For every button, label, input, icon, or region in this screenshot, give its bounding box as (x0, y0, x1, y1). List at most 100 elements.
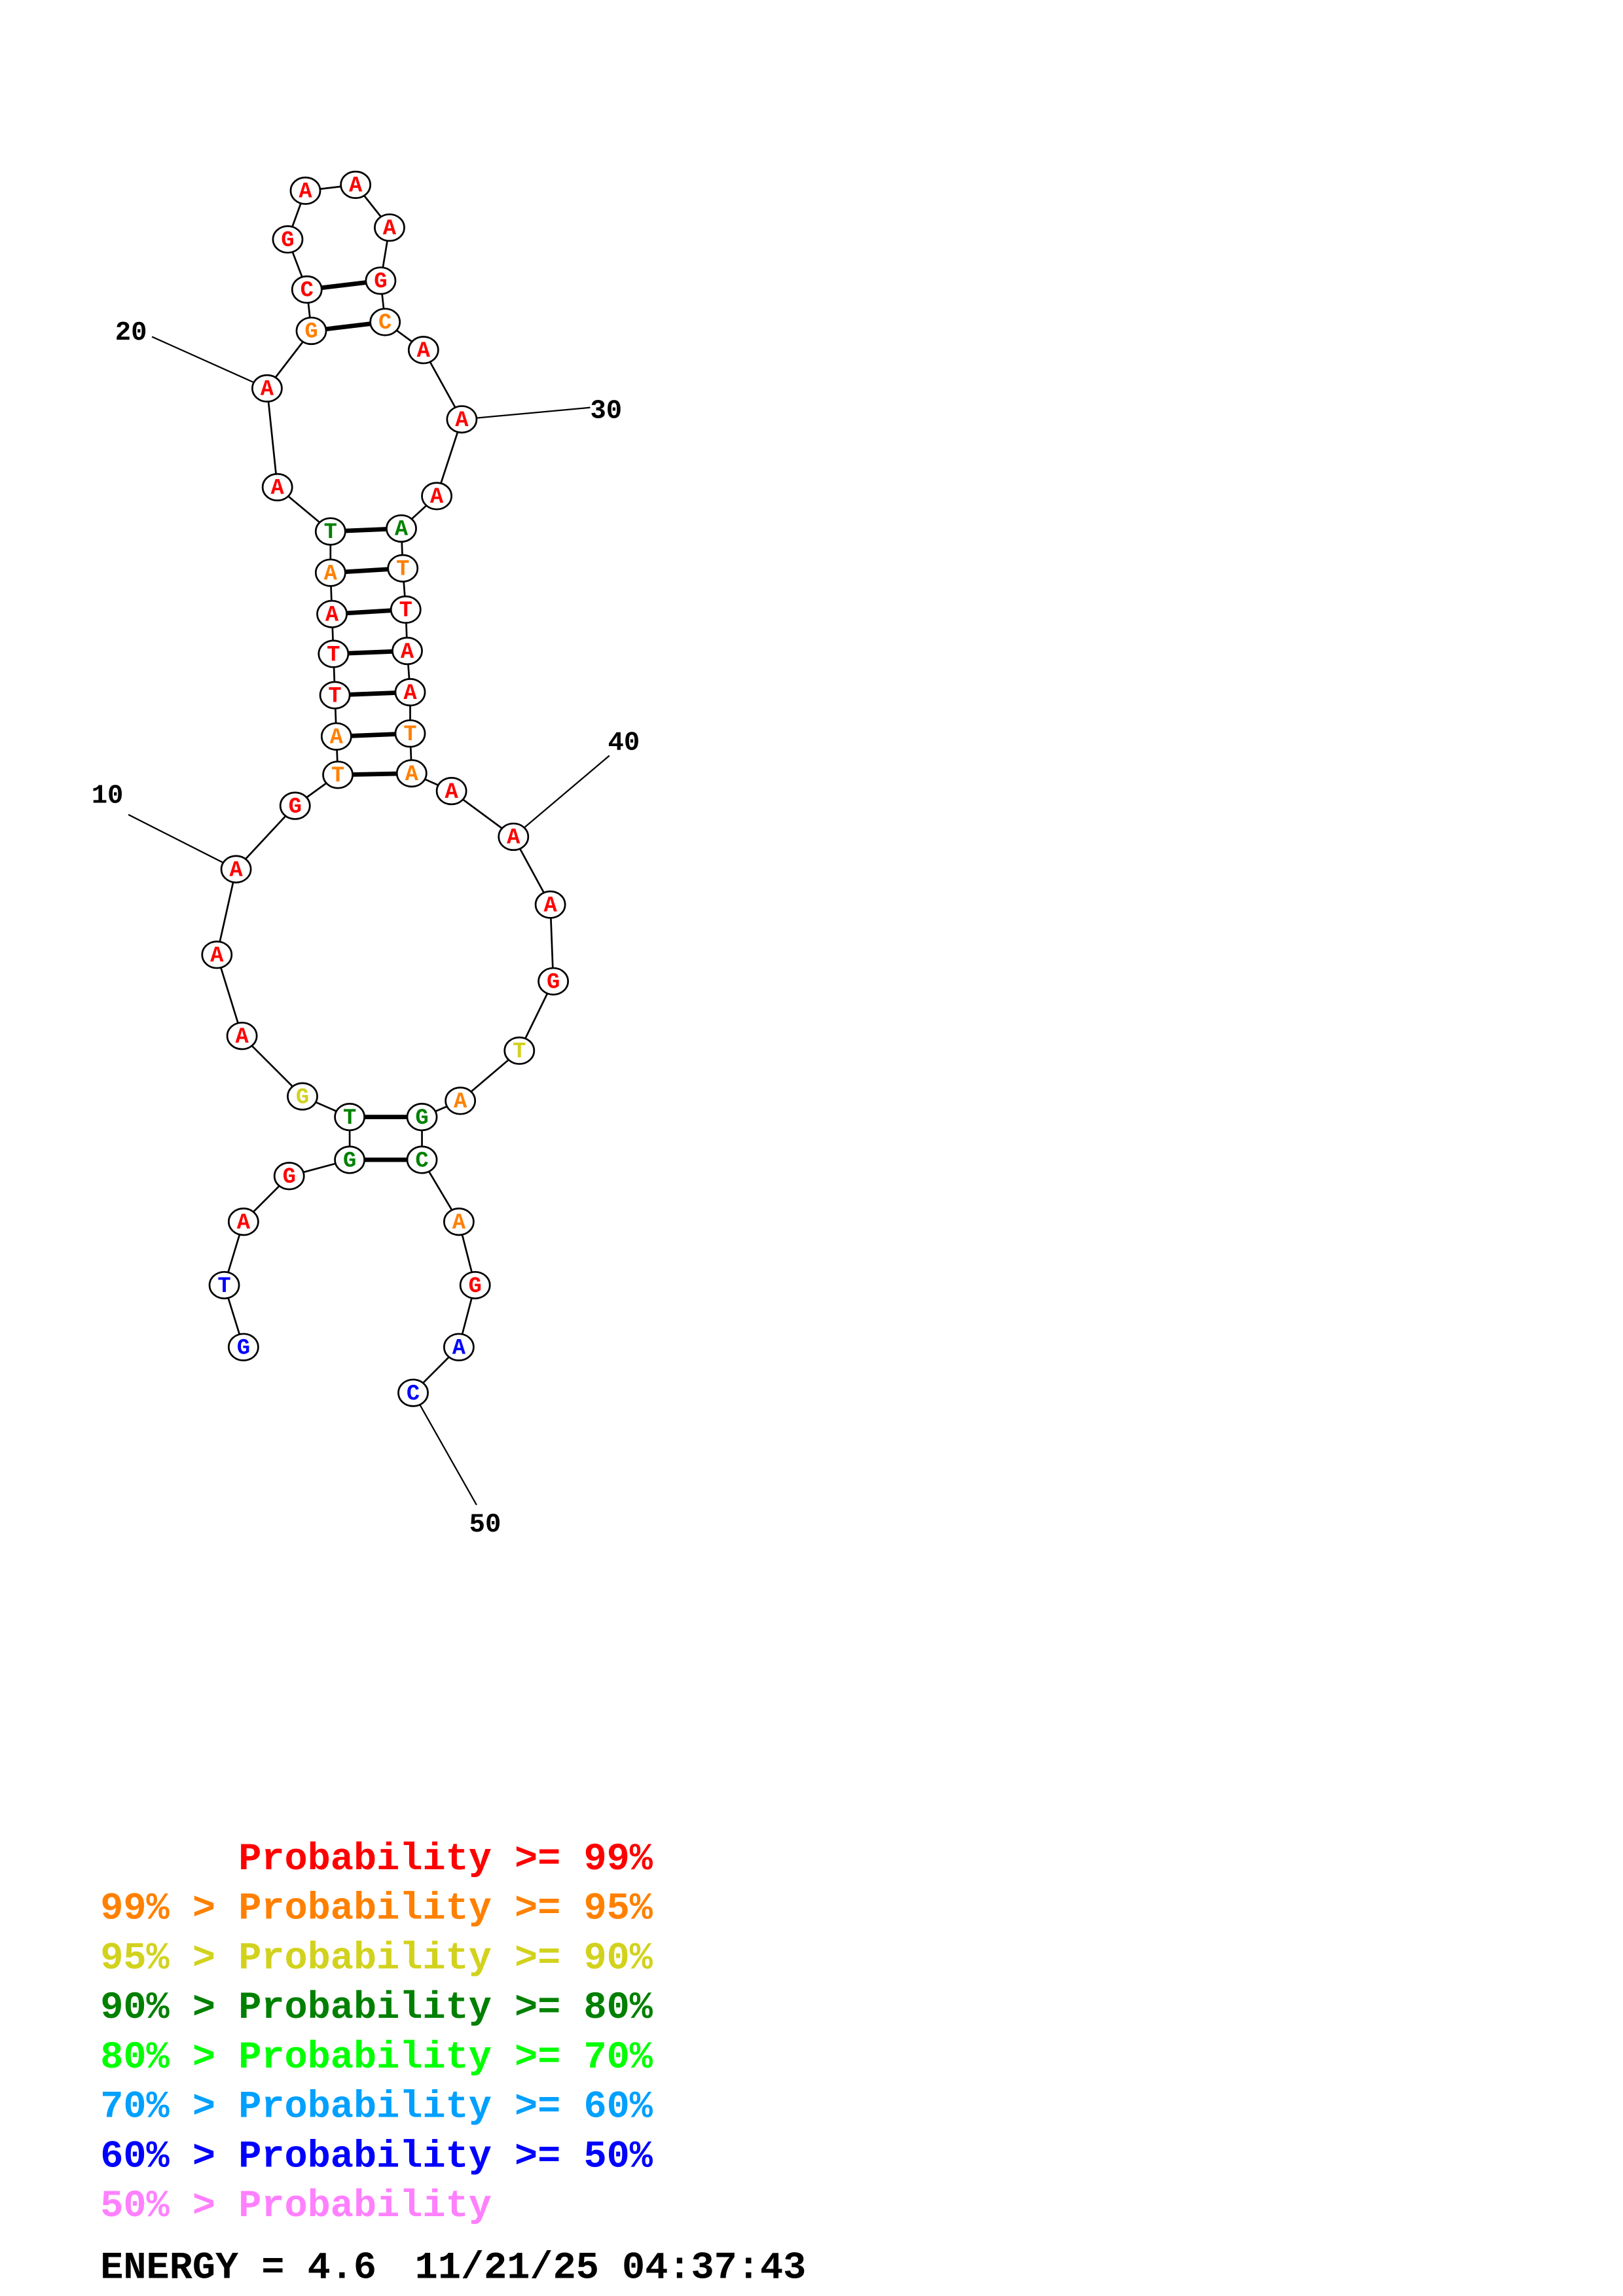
nucleotide-circle (395, 759, 428, 788)
nucleotide-circle (272, 225, 304, 254)
nucleotide: A (394, 677, 426, 707)
nucleotide: T (322, 761, 354, 789)
nucleotide-base: T (396, 558, 409, 583)
nucleotide: A (201, 941, 233, 969)
legend-entry: 99% > Probability >= 95% (100, 1887, 653, 1931)
legend-prefix: 90% > (100, 1986, 238, 2030)
nucleotide-circle (227, 1208, 259, 1236)
nucleotide: T (394, 719, 426, 748)
nucleotide-circle (316, 600, 348, 628)
nucleotide-base: G (289, 795, 302, 819)
legend-prefix: 60% > (100, 2134, 238, 2178)
nucleotide-circle (394, 677, 426, 707)
nucleotide-base: T (217, 1274, 230, 1299)
nucleotide-circle (390, 595, 422, 624)
nucleotide-circle (369, 308, 401, 336)
nucleotide-circle (201, 941, 233, 969)
legend-text: Probability (238, 2184, 492, 2228)
legend: Probability >= 99% 99% > Probability >= 9… (100, 1837, 653, 2228)
nucleotide-circle (365, 266, 397, 295)
legend-prefix: 99% > (100, 1887, 238, 1931)
nucleotide-circle (322, 761, 354, 789)
nucleotide: A (374, 213, 405, 242)
nucleotide-base: A (235, 1025, 249, 1050)
legend-prefix: 50% > (100, 2184, 238, 2228)
nucleotide: A (395, 759, 428, 788)
nucleotide-circle (386, 514, 417, 543)
legend-prefix: 80% > (100, 2036, 238, 2079)
nucleotide: G (295, 316, 327, 346)
nucleotide-circle (279, 791, 311, 820)
nucleotide-base: T (328, 684, 341, 709)
nucleotide-circle (406, 1145, 438, 1174)
legend-entry: 60% > Probability >= 50% (100, 2134, 653, 2178)
nucleotide: G (273, 1162, 305, 1191)
nucleotide-base: G (304, 320, 318, 345)
nucleotide-circle (291, 275, 323, 304)
nucleotide: A (534, 890, 566, 919)
nucleotide-circle (287, 1082, 318, 1111)
energy-value: ENERGY = 4.6 (100, 2246, 376, 2289)
position-tick (412, 1392, 477, 1505)
nucleotide: G (227, 1333, 259, 1361)
nucleotide: G (538, 967, 570, 996)
legend-text: Probability >= 50% (238, 2134, 653, 2178)
nucleotide-base: C (301, 279, 314, 304)
legend-text: Probability >= 90% (238, 1936, 653, 1980)
nucleotide: A (392, 636, 423, 666)
nucleotide-circle (289, 176, 321, 206)
nucleotide-base: A (271, 476, 285, 501)
nucleotide: T (318, 639, 350, 668)
nucleotide-base: C (407, 1382, 420, 1407)
nucleotide-circle (227, 1333, 259, 1361)
legend-prefix: 70% > (100, 2085, 238, 2129)
nucleotide-circle (394, 719, 426, 748)
nucleotide-circle (435, 776, 467, 806)
nucleotide: G (279, 791, 311, 820)
nucleotide-circle (392, 636, 423, 666)
nucleotide: T (314, 517, 346, 546)
nucleotide-circle (421, 482, 452, 511)
nucleotide-circle (295, 316, 327, 346)
nucleotide: A (316, 600, 348, 628)
legend-entry: Probability >= 99% (100, 1837, 653, 1881)
position-tick (128, 814, 237, 870)
nucleotide: C (369, 308, 401, 336)
nucleotide: T (503, 1036, 536, 1065)
nucleotide: T (319, 681, 351, 709)
nucleotide: A (261, 473, 293, 502)
nucleotide: A (386, 514, 417, 543)
nucleotide-circle (318, 639, 350, 668)
nucleotide-base: A (405, 762, 419, 787)
nucleotide: A (421, 482, 452, 511)
nucleotide: A (340, 170, 372, 200)
nucleotide-base: T (324, 520, 337, 545)
nucleotide-circle (251, 374, 283, 403)
nucleotide-base: T (513, 1040, 526, 1065)
nucleotide-circle (443, 1208, 475, 1236)
nucleotide-base: A (430, 485, 444, 510)
nucleotide-base: A (383, 217, 397, 242)
nucleotide-base: T (327, 643, 340, 668)
nucleotide-base: A (261, 378, 274, 403)
nucleotide-base: A (417, 339, 431, 364)
nucleotide-circle (273, 1162, 305, 1191)
nucleotide-base: A (324, 562, 338, 586)
nucleotide-base: A (229, 858, 243, 883)
position-label-50: 50 (469, 1510, 501, 1540)
nucleotide-base: T (403, 723, 416, 747)
nucleotide: A (289, 176, 321, 206)
nucleotide-base: A (452, 1336, 466, 1361)
nucleotide: A (226, 1022, 258, 1050)
position-tick (151, 336, 268, 389)
nucleotide-circle (534, 890, 566, 919)
nucleotide-base: A (454, 1090, 467, 1115)
nucleotide-base: G (469, 1274, 482, 1299)
nucleotide-circle (314, 517, 346, 546)
nucleotide-circle (261, 473, 293, 502)
nucleotide: A (220, 855, 252, 884)
nucleotide: A (445, 1086, 477, 1115)
